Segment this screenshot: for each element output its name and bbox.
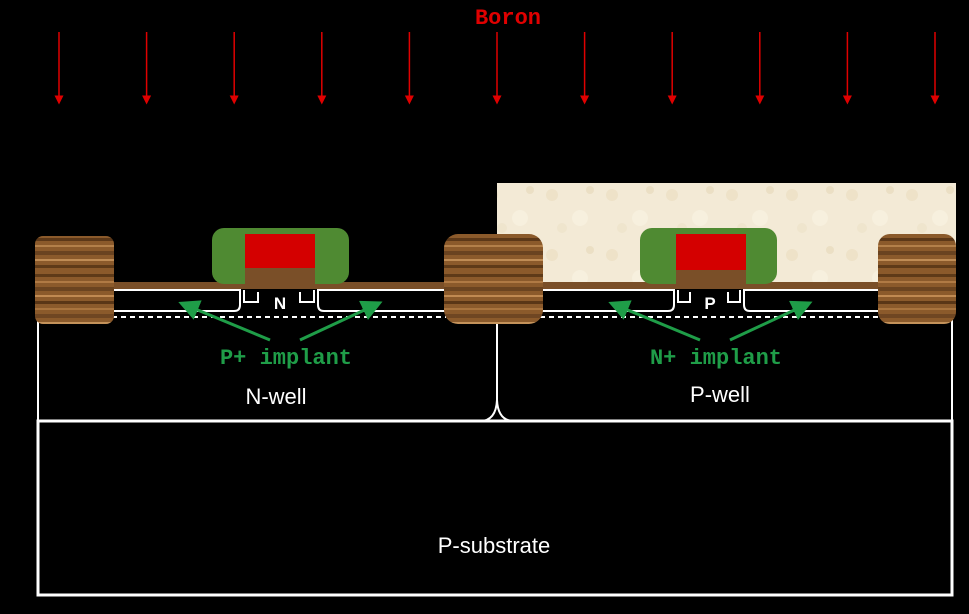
pmos-drain-region xyxy=(317,289,446,312)
p-plus-implant-label: P+ implant xyxy=(220,346,352,371)
p-plus-pointer-left xyxy=(178,300,271,342)
n-well-label: N-well xyxy=(245,384,306,409)
field-oxide-left xyxy=(35,236,114,324)
nmos-ldd-left xyxy=(677,290,691,303)
n-plus-pointer-right xyxy=(729,300,813,342)
nmos-drain-region xyxy=(743,289,880,312)
p-plus-pointer-right xyxy=(299,300,383,342)
nmos-ldd-right xyxy=(727,290,741,303)
pmos-ldd-right xyxy=(299,290,315,303)
n-body-label: N xyxy=(274,294,286,313)
field-oxide-right xyxy=(878,234,956,324)
n-plus-implant-label: N+ implant xyxy=(650,346,782,371)
n-plus-pointer-left xyxy=(608,300,701,342)
nmos-gate-poly xyxy=(676,234,746,270)
surface-oxide-right xyxy=(540,282,880,289)
p-substrate-label: P-substrate xyxy=(438,533,551,558)
nmos-source-region xyxy=(540,289,675,312)
p-well-label: P-well xyxy=(690,382,750,407)
pmos-gate-poly xyxy=(245,234,315,268)
pmos-gate-base xyxy=(245,268,315,284)
implant-arrows xyxy=(54,32,940,105)
p-substrate-outline xyxy=(36,419,954,597)
p-well-outline xyxy=(496,320,953,422)
pmos-source-region xyxy=(112,289,241,312)
title-boron: Boron xyxy=(475,6,541,31)
pmos-ldd-left xyxy=(243,290,259,303)
field-oxide-center xyxy=(444,234,543,324)
surface-oxide-left xyxy=(112,282,446,289)
nmos-gate-base xyxy=(676,270,746,284)
p-body-label: P xyxy=(704,294,715,313)
